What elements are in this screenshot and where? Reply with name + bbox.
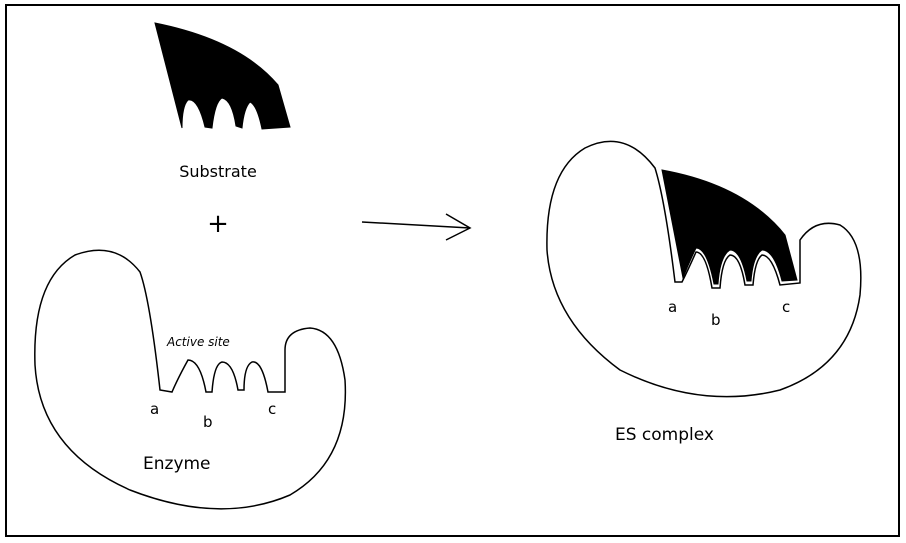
substrate-shape bbox=[155, 23, 290, 129]
complex-site-a-label: a bbox=[668, 298, 677, 316]
es-complex-label: ES complex bbox=[615, 425, 714, 445]
plus-sign: + bbox=[207, 209, 229, 239]
enzyme-site-b-label: b bbox=[203, 413, 213, 431]
es-complex-enzyme-shape bbox=[547, 141, 861, 396]
enzyme-label: Enzyme bbox=[143, 454, 211, 474]
enzyme-site-c-label: c bbox=[268, 400, 276, 418]
substrate-label: Substrate bbox=[179, 162, 257, 181]
reaction-arrow bbox=[362, 214, 470, 240]
enzyme-site-a-label: a bbox=[150, 400, 159, 418]
complex-site-b-label: b bbox=[711, 311, 721, 329]
complex-site-c-label: c bbox=[782, 298, 790, 316]
active-site-label: Active site bbox=[166, 335, 230, 349]
es-complex-substrate-shape bbox=[662, 170, 797, 284]
